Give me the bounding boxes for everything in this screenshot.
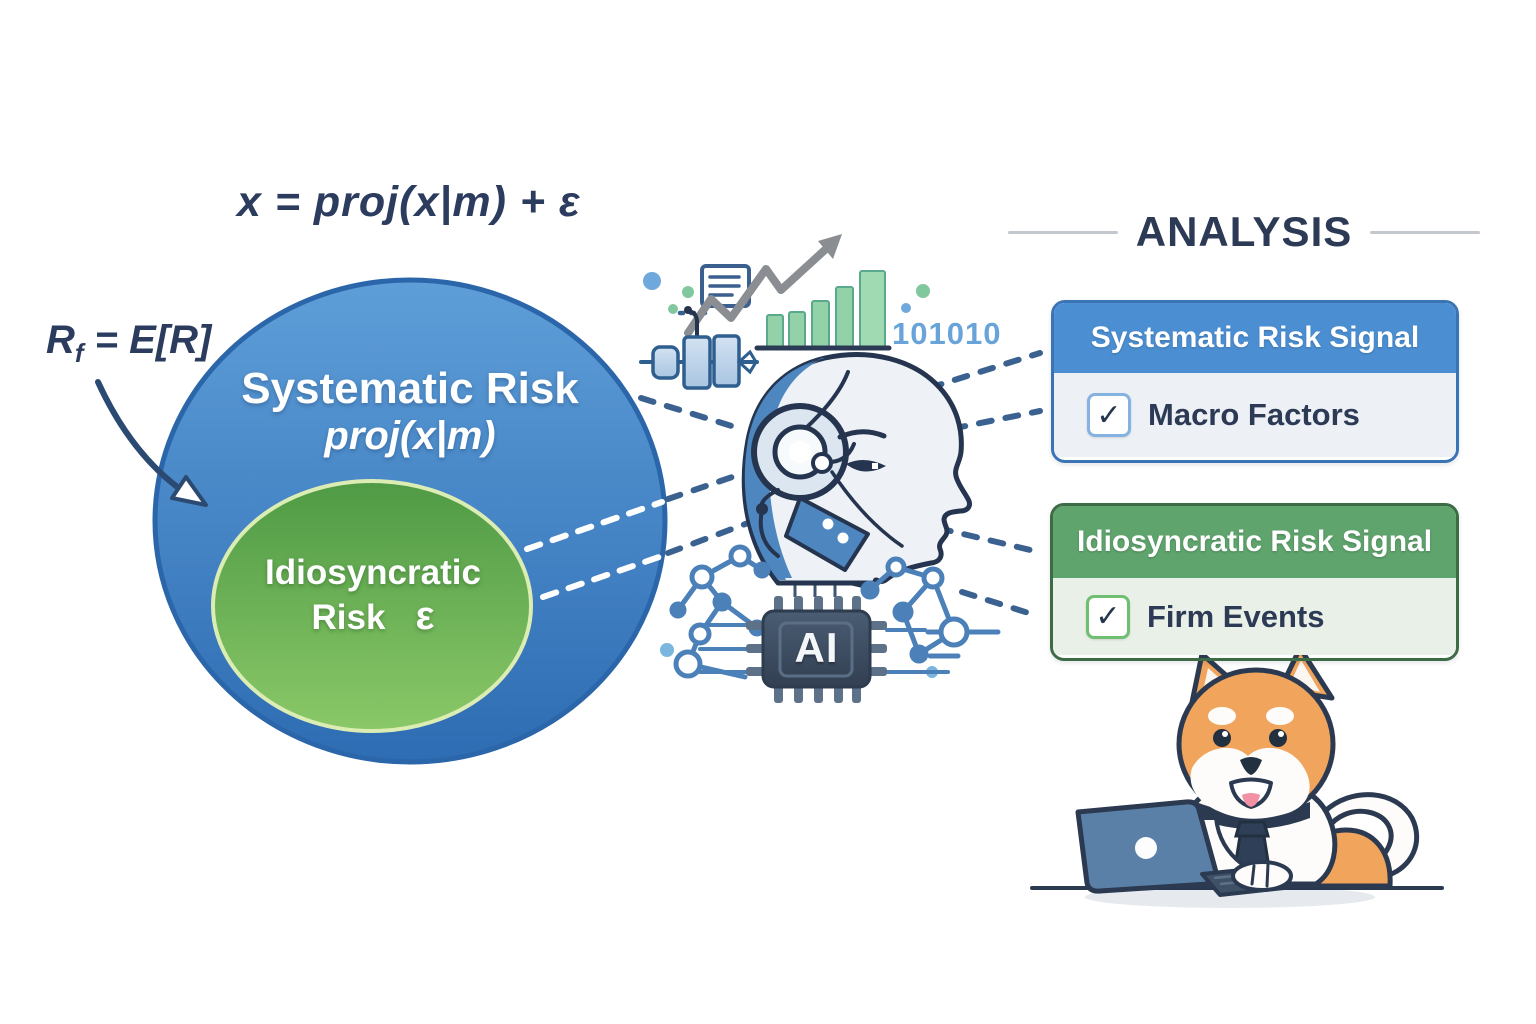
dog-illustration [1030,645,1444,908]
dog-tie-knot [1234,820,1270,838]
robot-head-icon [741,352,972,597]
panel-body: ✓ Firm Events [1053,578,1456,655]
analysis-heading: ANALYSIS [1008,206,1481,258]
dog-tongue [1242,793,1260,807]
checkbox-label: Macro Factors [1148,397,1360,432]
heading-rule-left [1008,230,1118,234]
shadow [1085,886,1375,908]
ai-chip-icon [698,596,950,703]
analysis-title: ANALYSIS [1135,208,1353,255]
rf-arrowhead [170,475,208,507]
epsilon-symbol: ε [415,594,435,638]
document-icon [700,264,751,308]
candlestick-icon [639,306,759,390]
dog-nose [1240,757,1262,775]
checkmark-icon: ✓ [1095,600,1121,633]
projection-formula: x = proj(x|m) + ε [237,178,581,226]
network-left-icon [669,544,771,680]
panel-header: Idiosyncratic Risk Signal [1053,506,1456,578]
network-right-icon [860,556,1001,664]
ai-chip-label: AI [794,624,839,671]
dashed-connectors [524,350,1046,619]
dog-paw [1231,860,1293,892]
checkmark-icon: ✓ [1096,398,1122,432]
venn-diagram [152,277,668,765]
heading-rule-right [1370,230,1481,234]
systematic-risk-signal-panel: Systematic Risk Signal ✓ Macro Factors [1051,300,1459,463]
dog-eye-right [1269,729,1287,747]
systematic-risk-label: Systematic Risk proj(x|m) [241,364,579,459]
panel-header: Systematic Risk Signal [1054,303,1456,373]
idiosyncratic-risk-label: Idiosyncratic Risk ε [265,553,481,638]
rf-expected-return-label: Rf = E[R] [46,318,212,368]
panel-body: ✓ Macro Factors [1054,373,1456,457]
trend-arrow-icon [684,234,842,337]
firm-events-checkbox[interactable]: ✓ [1086,594,1130,639]
idiosyncratic-risk-signal-panel: Idiosyncratic Risk Signal ✓ Firm Events [1050,503,1459,661]
decorative-dots [643,272,938,678]
binary-digits: 101010 [892,316,1002,351]
bar-chart-icon [754,270,892,351]
rf-arrow [95,379,193,499]
dog-eye-left [1213,729,1231,747]
macro-factors-checkbox[interactable]: ✓ [1087,393,1131,437]
checkbox-label: Firm Events [1147,598,1325,634]
idiosyncratic-risk-ellipse [211,479,533,733]
